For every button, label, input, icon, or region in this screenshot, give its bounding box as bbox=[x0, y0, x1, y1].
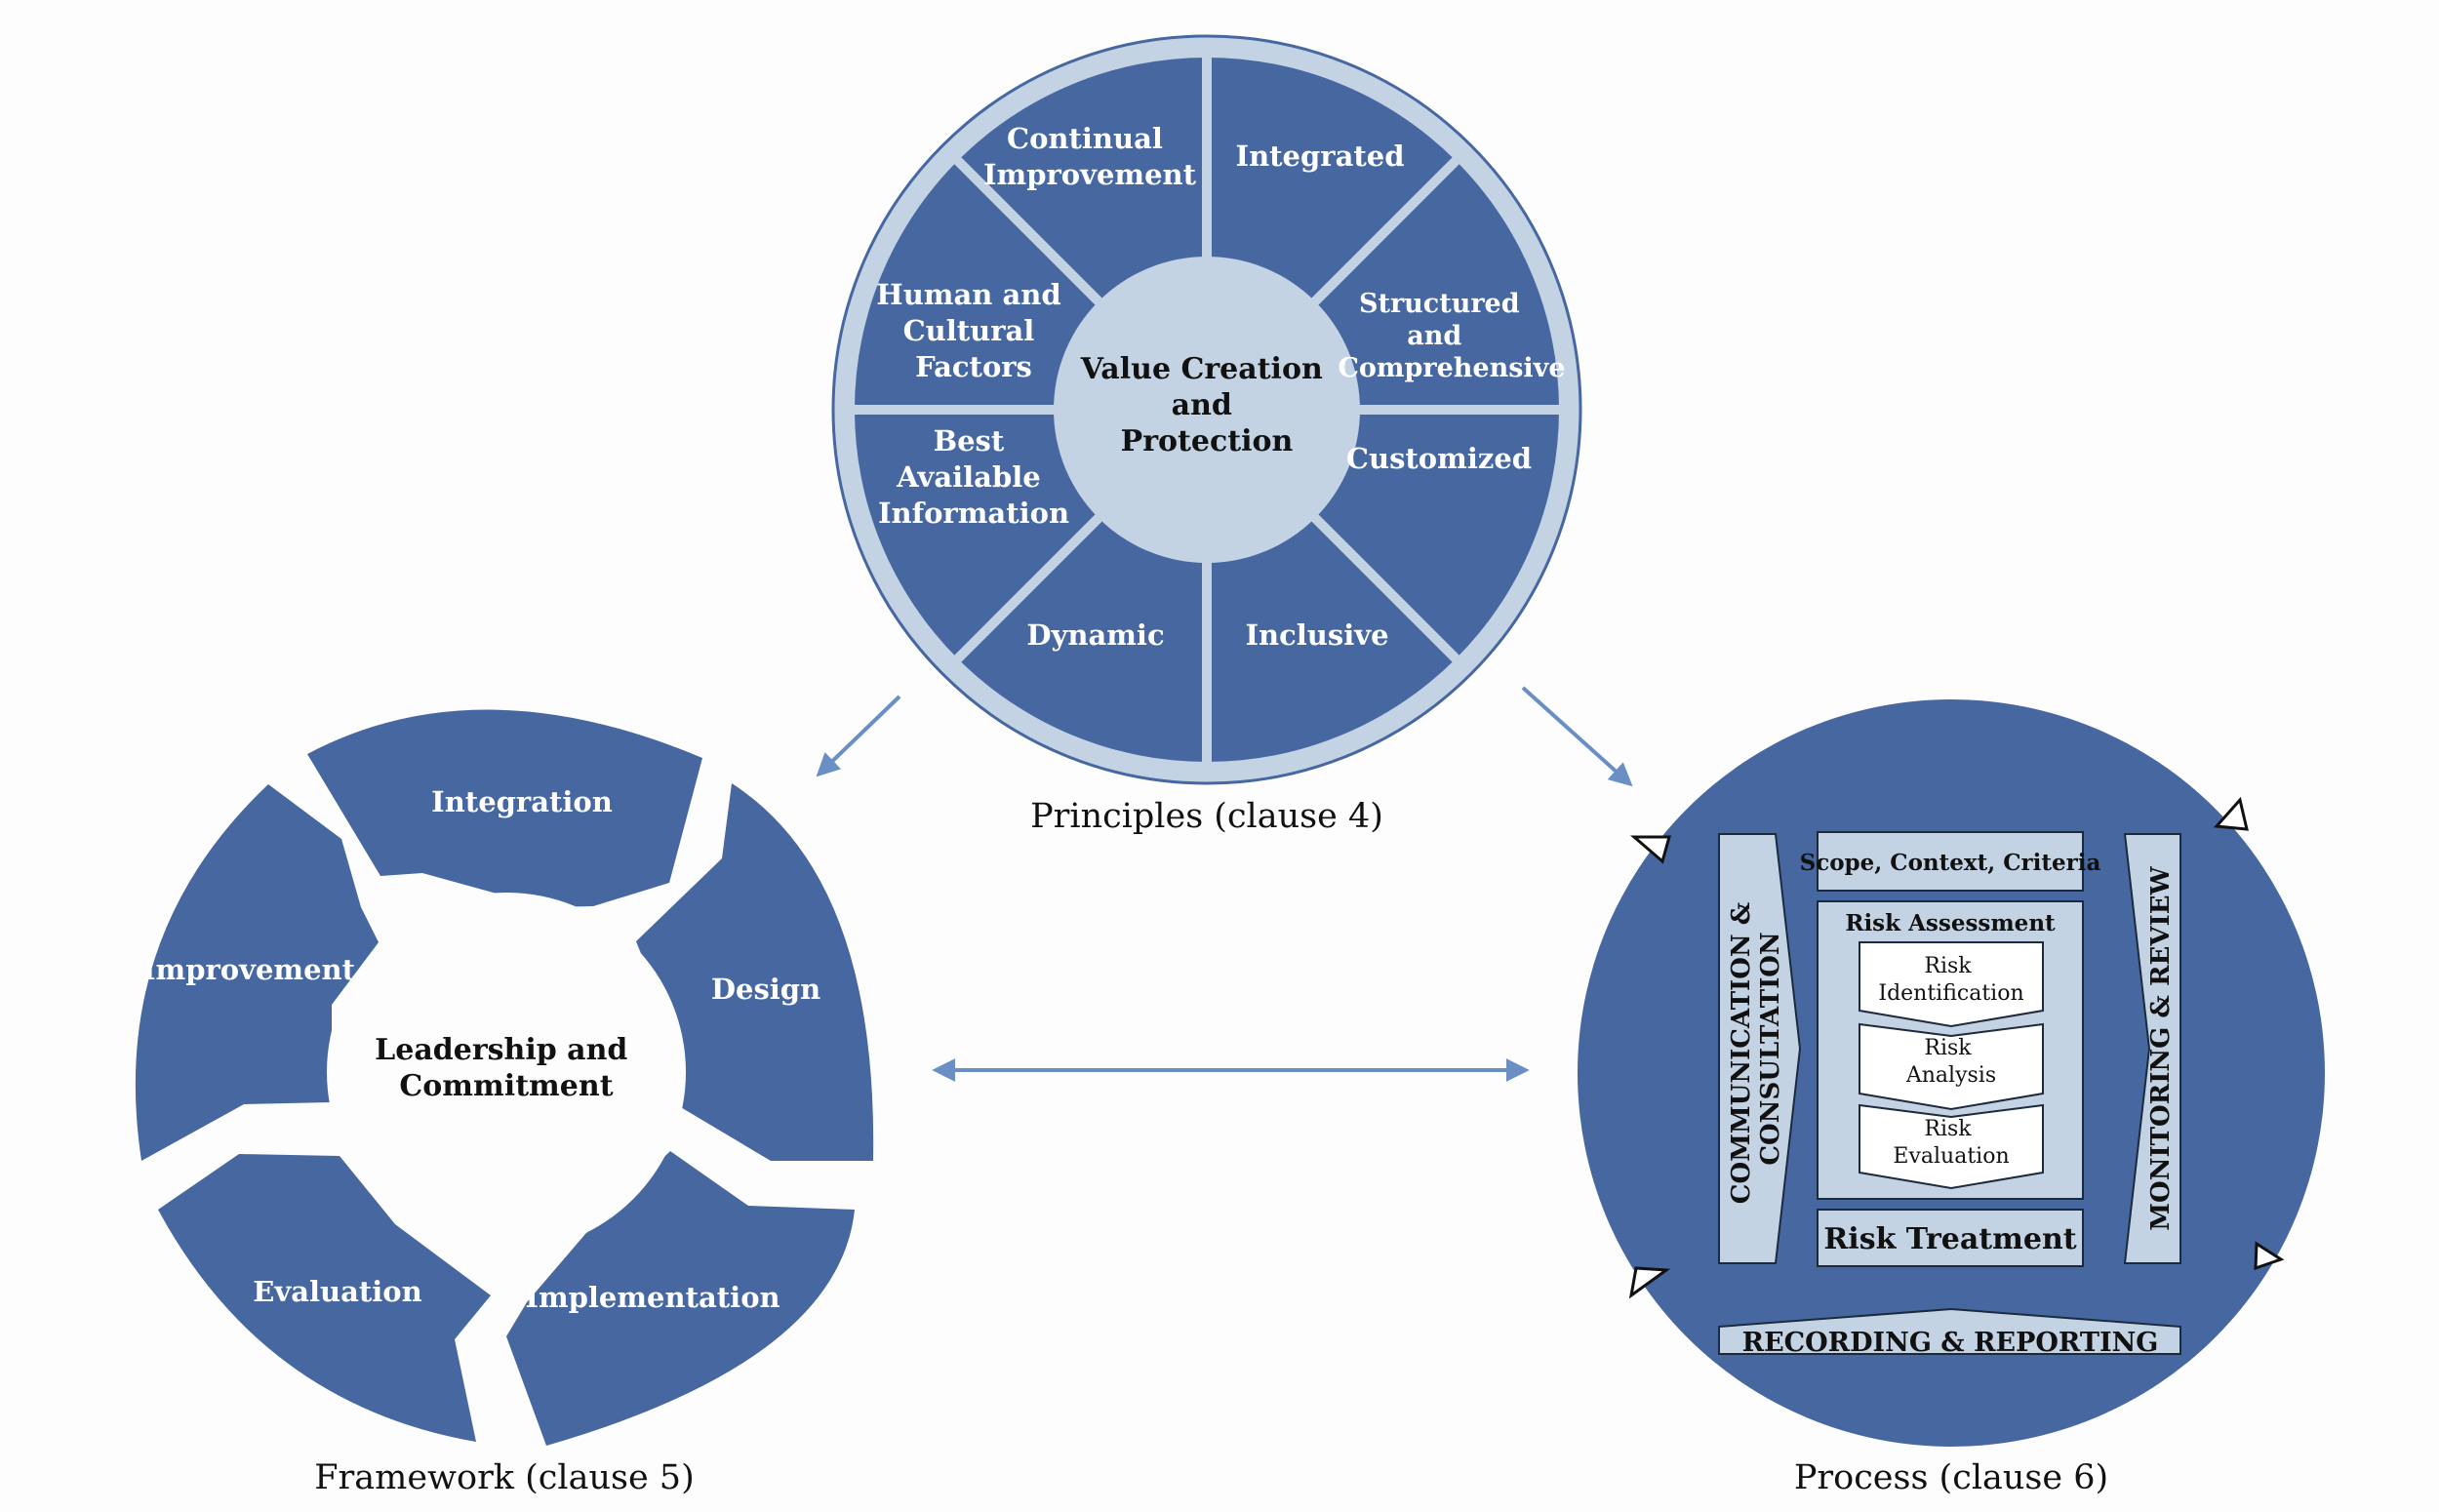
scope-context-criteria-label: Scope, Context, Criteria bbox=[1800, 850, 2101, 876]
framework-caption: Framework (clause 5) bbox=[314, 1458, 694, 1497]
segment-best-available-information: Best Available Information bbox=[878, 424, 1069, 530]
risk-evaluation-box bbox=[1859, 1103, 2044, 1190]
framework-segment-improvement bbox=[135, 784, 379, 1161]
risk-analysis-box bbox=[1859, 1022, 2044, 1111]
scope-context-criteria-box bbox=[1817, 831, 2084, 892]
risk-evaluation-label: Risk Evaluation bbox=[1893, 1117, 2009, 1169]
principles-caption: Principles (clause 4) bbox=[1030, 797, 1383, 836]
risk-treatment-label: Risk Treatment bbox=[1823, 1222, 2076, 1256]
risk-analysis-label: Risk Analysis bbox=[1905, 1036, 1996, 1088]
cycle-arrow-marker bbox=[1629, 835, 1671, 864]
risk-assessment-label: Risk Assessment bbox=[1845, 910, 2056, 936]
segment-human-cultural-factors: Human and Cultural Factors bbox=[876, 278, 1070, 383]
segment-continual-improvement: Continual Improvement bbox=[983, 122, 1197, 191]
communication-consultation-label: COMMUNICATION & CONSULTATION bbox=[1727, 894, 1785, 1204]
monitoring-review-label: MONITORING & REVIEW bbox=[2146, 865, 2176, 1230]
risk-treatment-box bbox=[1817, 1209, 2084, 1267]
principles-center-label: Value Creation and Protection bbox=[1080, 352, 1333, 458]
framework-segment-implementation bbox=[506, 1151, 855, 1446]
segment-structured-comprehensive: Structured and Comprehensive bbox=[1338, 289, 1565, 383]
framework-segment-integration bbox=[307, 709, 702, 907]
framework-wheel: Leadership and Commitment Integration De… bbox=[135, 709, 874, 1497]
recording-reporting-label: RECORDING & REPORTING bbox=[1742, 1328, 2159, 1358]
framework-center-disc bbox=[327, 893, 686, 1252]
framework-label-improvement: Improvement bbox=[142, 953, 356, 986]
principles-center-disc bbox=[1054, 257, 1360, 563]
principles-wheel: Value Creation and Protection Continual … bbox=[831, 34, 1582, 836]
framework-center-label: Leadership and Commitment bbox=[375, 1033, 638, 1103]
segment-customized: Customized bbox=[1346, 442, 1532, 475]
risk-identification-label: Risk Identification bbox=[1878, 954, 2023, 1006]
framework-segment-evaluation bbox=[158, 1154, 491, 1442]
communication-consultation-bar bbox=[1718, 833, 1802, 1264]
monitoring-review-bar bbox=[2123, 833, 2181, 1264]
segment-integrated: Integrated bbox=[1236, 139, 1405, 173]
process-caption: Process (clause 6) bbox=[1794, 1458, 2108, 1497]
cycle-arrow-marker bbox=[2213, 796, 2249, 831]
framework-label-design: Design bbox=[711, 973, 820, 1006]
cycle-arrow-marker bbox=[2254, 1241, 2285, 1271]
risk-identification-box bbox=[1859, 941, 2044, 1028]
cycle-arrow-marker bbox=[1628, 1266, 1671, 1299]
framework-label-integration: Integration bbox=[431, 785, 613, 818]
arrow-principles-to-process bbox=[1521, 686, 1633, 787]
segment-dynamic: Dynamic bbox=[1026, 618, 1164, 652]
process-circle: COMMUNICATION & CONSULTATION MONITORING … bbox=[1578, 699, 2325, 1497]
framework-segment-design bbox=[636, 783, 874, 1161]
segment-inclusive: Inclusive bbox=[1245, 618, 1388, 652]
framework-label-evaluation: Evaluation bbox=[253, 1275, 421, 1308]
framework-label-implementation: Implementation bbox=[525, 1281, 780, 1314]
recording-reporting-bar bbox=[1718, 1307, 2181, 1355]
arrow-principles-to-framework bbox=[816, 695, 901, 777]
